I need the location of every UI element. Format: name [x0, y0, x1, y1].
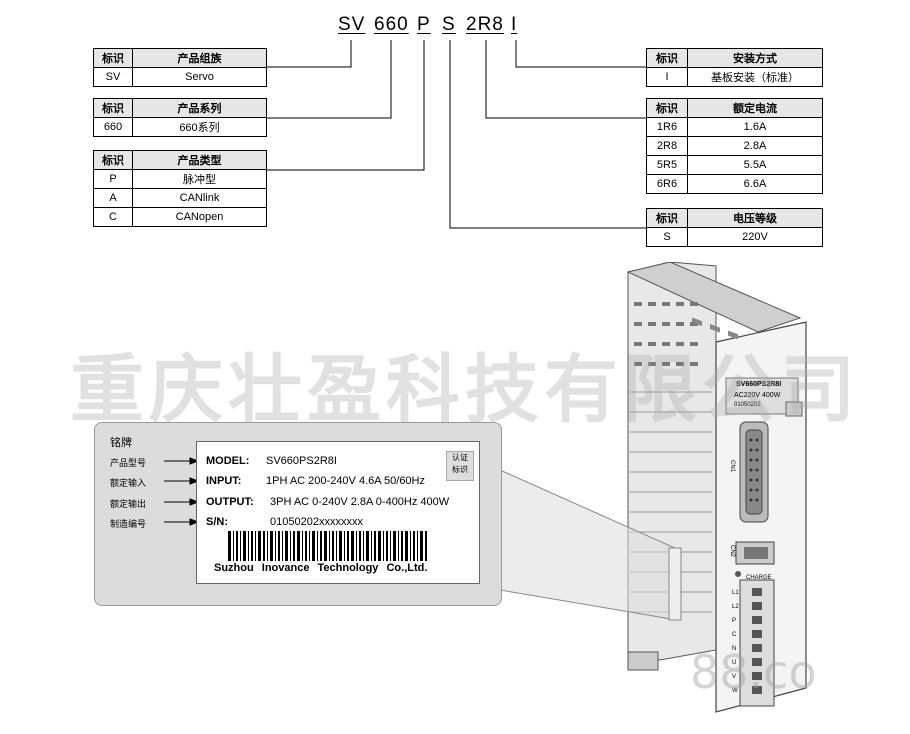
code-segment-mounting: I — [511, 14, 518, 35]
side-label-input: 额定输入 — [110, 478, 147, 488]
terminal-label: L2 — [732, 604, 739, 610]
nameplate-title: 铭牌 — [110, 437, 132, 449]
watermark-text: 重庆壮盈科技有限公司 — [70, 347, 860, 433]
table-header-cell: 产品组族 — [132, 48, 267, 68]
device-label-rating: AC220V 400W — [734, 392, 781, 399]
table-cell: 220V — [687, 227, 823, 247]
watermark-bottom-text: 88.co — [690, 645, 817, 699]
input-value: 1PH AC 200-240V 4.6A 50/60Hz — [266, 475, 425, 487]
table-cell: 6.6A — [687, 174, 823, 194]
table-cell: 基板安装（标准） — [687, 67, 823, 87]
barcode — [228, 531, 427, 561]
side-label-model: 产品型号 — [110, 458, 147, 468]
side-label-serial: 制造编号 — [110, 519, 147, 529]
terminal-label: U — [732, 660, 737, 666]
table-cell: 660系列 — [132, 117, 267, 137]
table-cell: S — [646, 227, 688, 247]
charge-label: CHARGE — [746, 575, 772, 581]
code-segment-family: SV — [338, 14, 366, 35]
device-label-model: SV660PS2R8I — [736, 381, 782, 388]
code-segment-type: P — [417, 14, 431, 35]
table-header-cell: 产品系列 — [132, 98, 267, 118]
table-cell: 脉冲型 — [132, 169, 267, 189]
table-header-cell: 额定电流 — [687, 98, 823, 118]
table-cell: SV — [93, 67, 133, 87]
port-cn1-label: CN1 — [729, 460, 735, 473]
table-header-cell: 电压等级 — [687, 208, 823, 228]
input-key: INPUT: — [206, 475, 242, 487]
terminal-label: W — [732, 688, 738, 694]
output-value: 3PH AC 0-240V 2.8A 0-400Hz 400W — [270, 496, 450, 508]
terminal-label: C — [732, 632, 737, 638]
code-segment-series: 660 — [374, 14, 409, 35]
sn-value: 01050202xxxxxxxx — [270, 516, 363, 528]
table-cell: CANopen — [132, 207, 267, 227]
table-header-cell: 产品类型 — [132, 150, 267, 170]
terminal-label: N — [732, 646, 737, 652]
device-label-serial: 01050202 — [734, 402, 761, 408]
cert-label: 认证 标识 — [452, 453, 468, 474]
model-value: SV660PS2R8I — [266, 455, 337, 467]
table-cell: Servo — [132, 67, 267, 87]
table-cell: 660 — [93, 117, 133, 137]
terminal-label: P — [732, 618, 737, 624]
side-label-output: 额定输出 — [110, 499, 147, 509]
table-cell: 1.6A — [687, 117, 823, 137]
code-segment-current: 2R8 — [466, 14, 504, 35]
terminal-label: V — [732, 674, 737, 680]
certification-mark: 认证 标识 — [446, 451, 474, 481]
sn-key: S/N: — [206, 516, 228, 528]
model-key: MODEL: — [206, 455, 250, 467]
table-cell: 6R6 — [646, 174, 688, 194]
code-segment-voltage: S — [442, 14, 456, 35]
table-header-cell: 标识 — [93, 48, 133, 68]
terminal-label: L1 — [732, 590, 739, 596]
output-key: OUTPUT: — [206, 496, 254, 508]
model-code: SV 660 P S 2R8 I — [0, 14, 910, 40]
port-cn2-label: CN2 — [729, 545, 735, 558]
terminal-labels: L1 L2 P C N U V W — [732, 586, 739, 698]
manufacturer-name: Suzhou Inovance Technology Co.,Ltd. — [214, 562, 428, 574]
